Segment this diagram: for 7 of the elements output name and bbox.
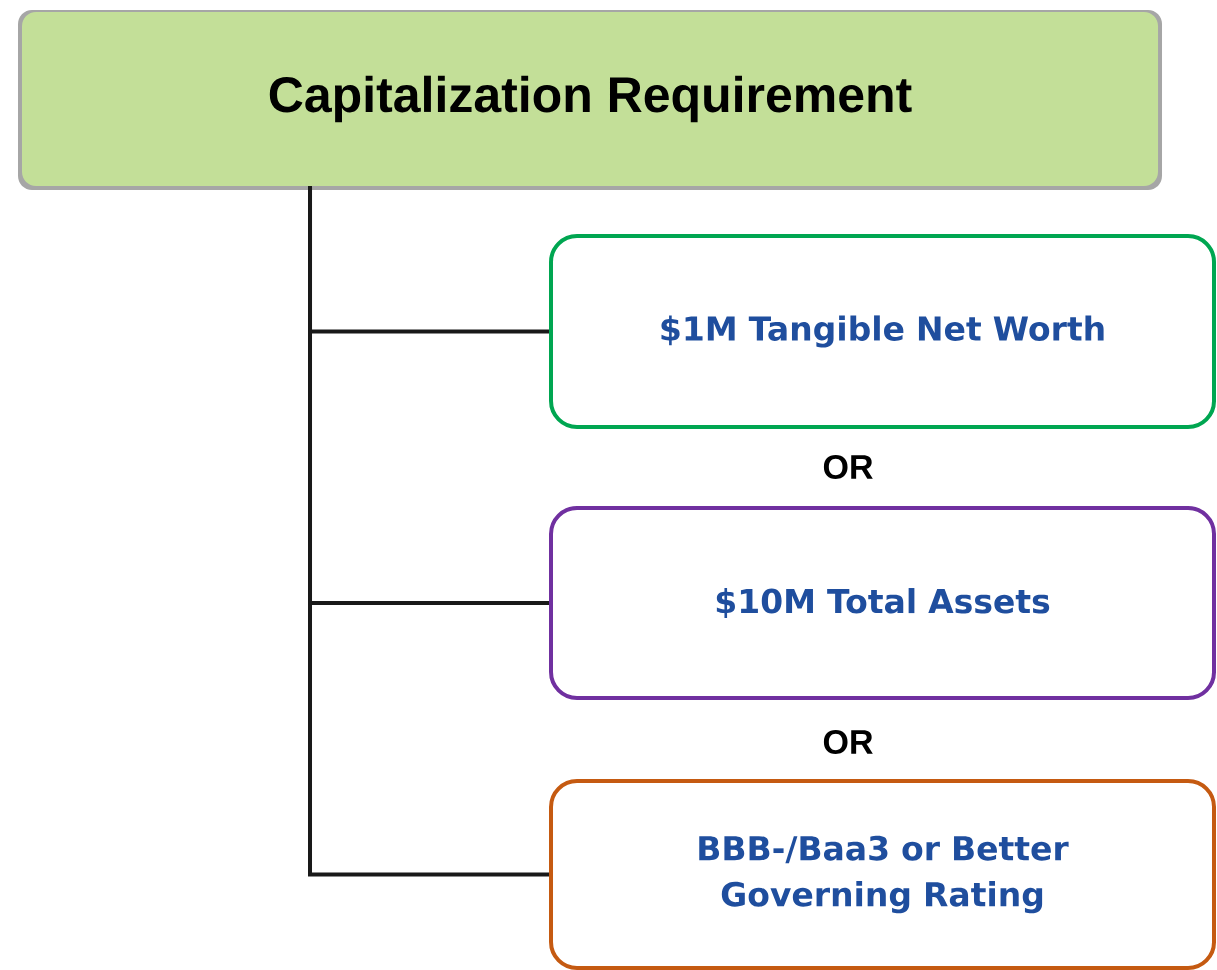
connector-line [308,186,549,877]
or-label: OR [823,729,873,755]
option-box: BBB-/Baa3 or Better Governing Rating [549,779,1216,970]
title-box: Capitalization Requirement [18,10,1162,190]
option-box: $10M Total Assets [549,506,1216,700]
option-box: $1M Tangible Net Worth [549,234,1216,429]
or-label: OR [823,454,873,480]
